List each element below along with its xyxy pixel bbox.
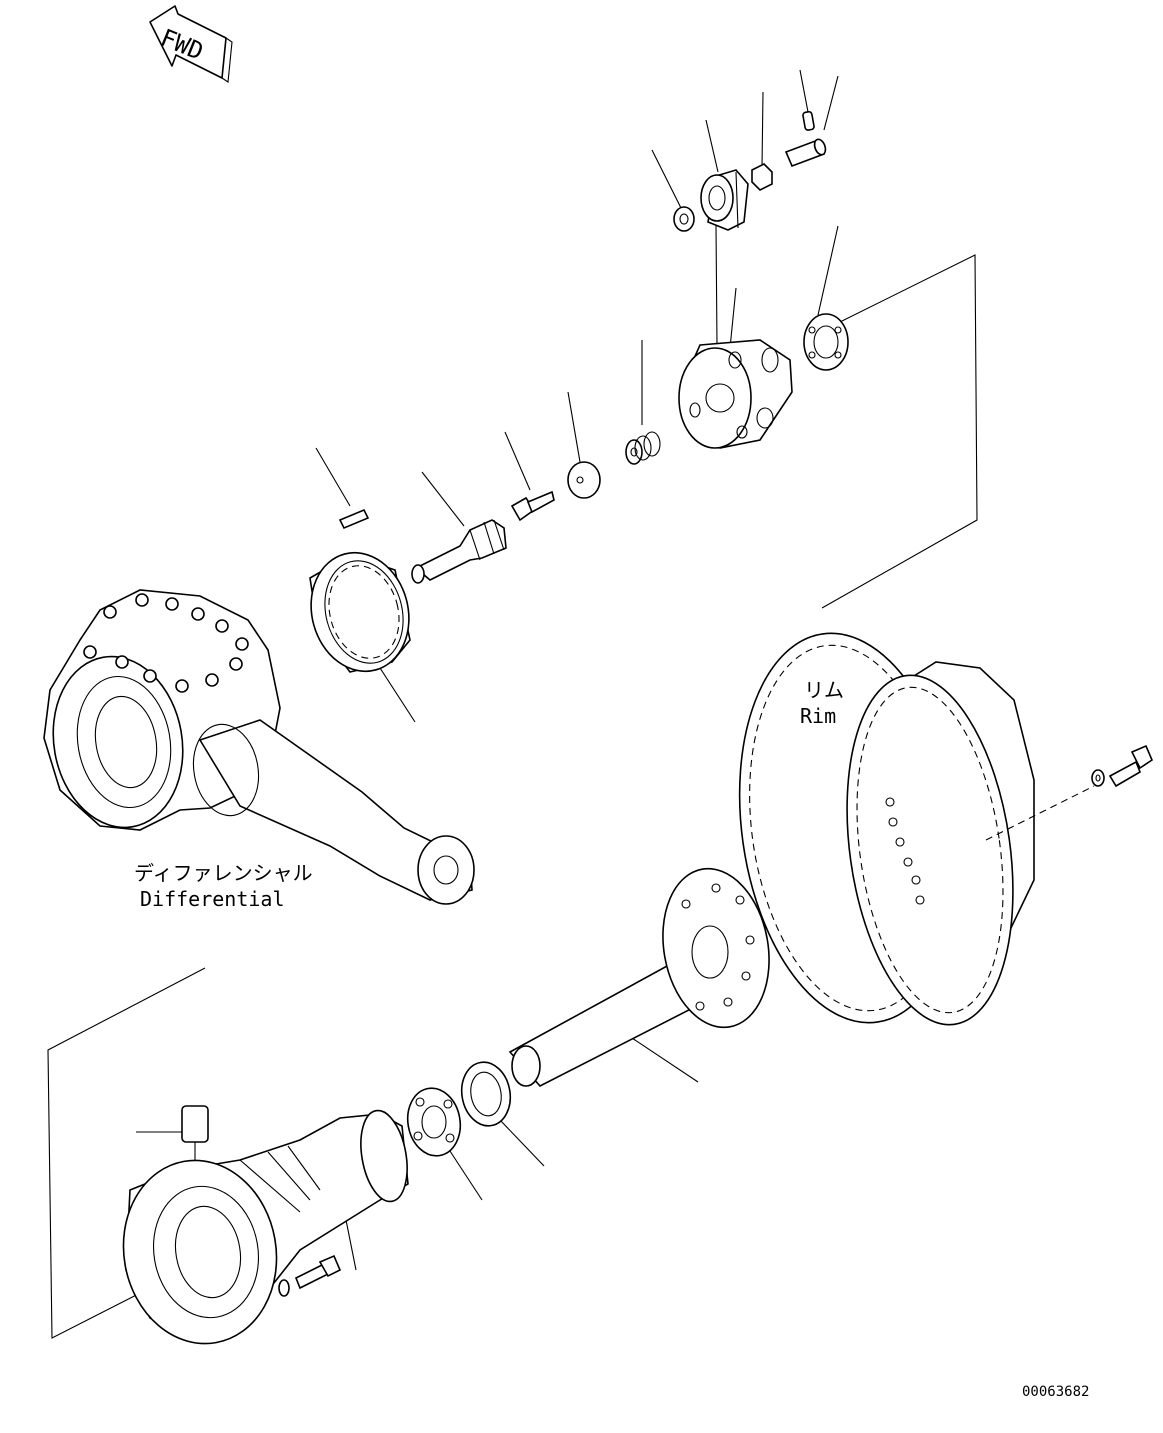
roller-pin-part — [784, 138, 827, 168]
lower-assembly-frame — [47, 967, 206, 1339]
axle-shaft-part — [508, 867, 770, 1087]
axle-housing-part — [122, 1109, 409, 1345]
sun-gear-shaft-part — [411, 519, 507, 584]
differential-label-jp: ディファレンシャル — [134, 861, 313, 885]
bolt-part — [510, 490, 555, 522]
bearing-cone-part — [700, 169, 749, 231]
breather-plug-part — [181, 1105, 209, 1175]
thrust-washer-part — [567, 461, 601, 499]
rim-washer-part — [1091, 769, 1105, 787]
ring-gear-part — [309, 551, 411, 673]
pin-part — [802, 110, 815, 131]
housing-washer-part — [278, 1279, 290, 1297]
fwd-label: FWD — [157, 24, 208, 66]
hex-nut-part — [751, 163, 773, 191]
dowel-pin-part — [338, 508, 370, 530]
housing-bolt-part — [294, 1254, 342, 1290]
rim-label-en: Rim — [800, 704, 836, 728]
drawing-number: 00063682 — [1022, 1384, 1089, 1400]
fwd-arrow-icon — [149, 5, 233, 83]
roller-bearing-part — [803, 313, 849, 371]
differential-housing-part — [43, 589, 475, 905]
rim-bolt-part — [1108, 744, 1153, 788]
upper-assembly-frame — [821, 254, 978, 609]
differential-label-en: Differential — [140, 887, 285, 911]
rim-part — [738, 632, 1035, 1026]
oil-seal-part — [460, 1061, 512, 1127]
rim-label-jp: リム — [804, 678, 844, 702]
lower-roller-bearing-part — [406, 1087, 462, 1157]
rim-bolt-axis-line — [985, 785, 1095, 841]
planet-carrier-part — [678, 339, 793, 449]
snap-ring-part — [625, 431, 661, 465]
nut-part — [673, 206, 695, 232]
